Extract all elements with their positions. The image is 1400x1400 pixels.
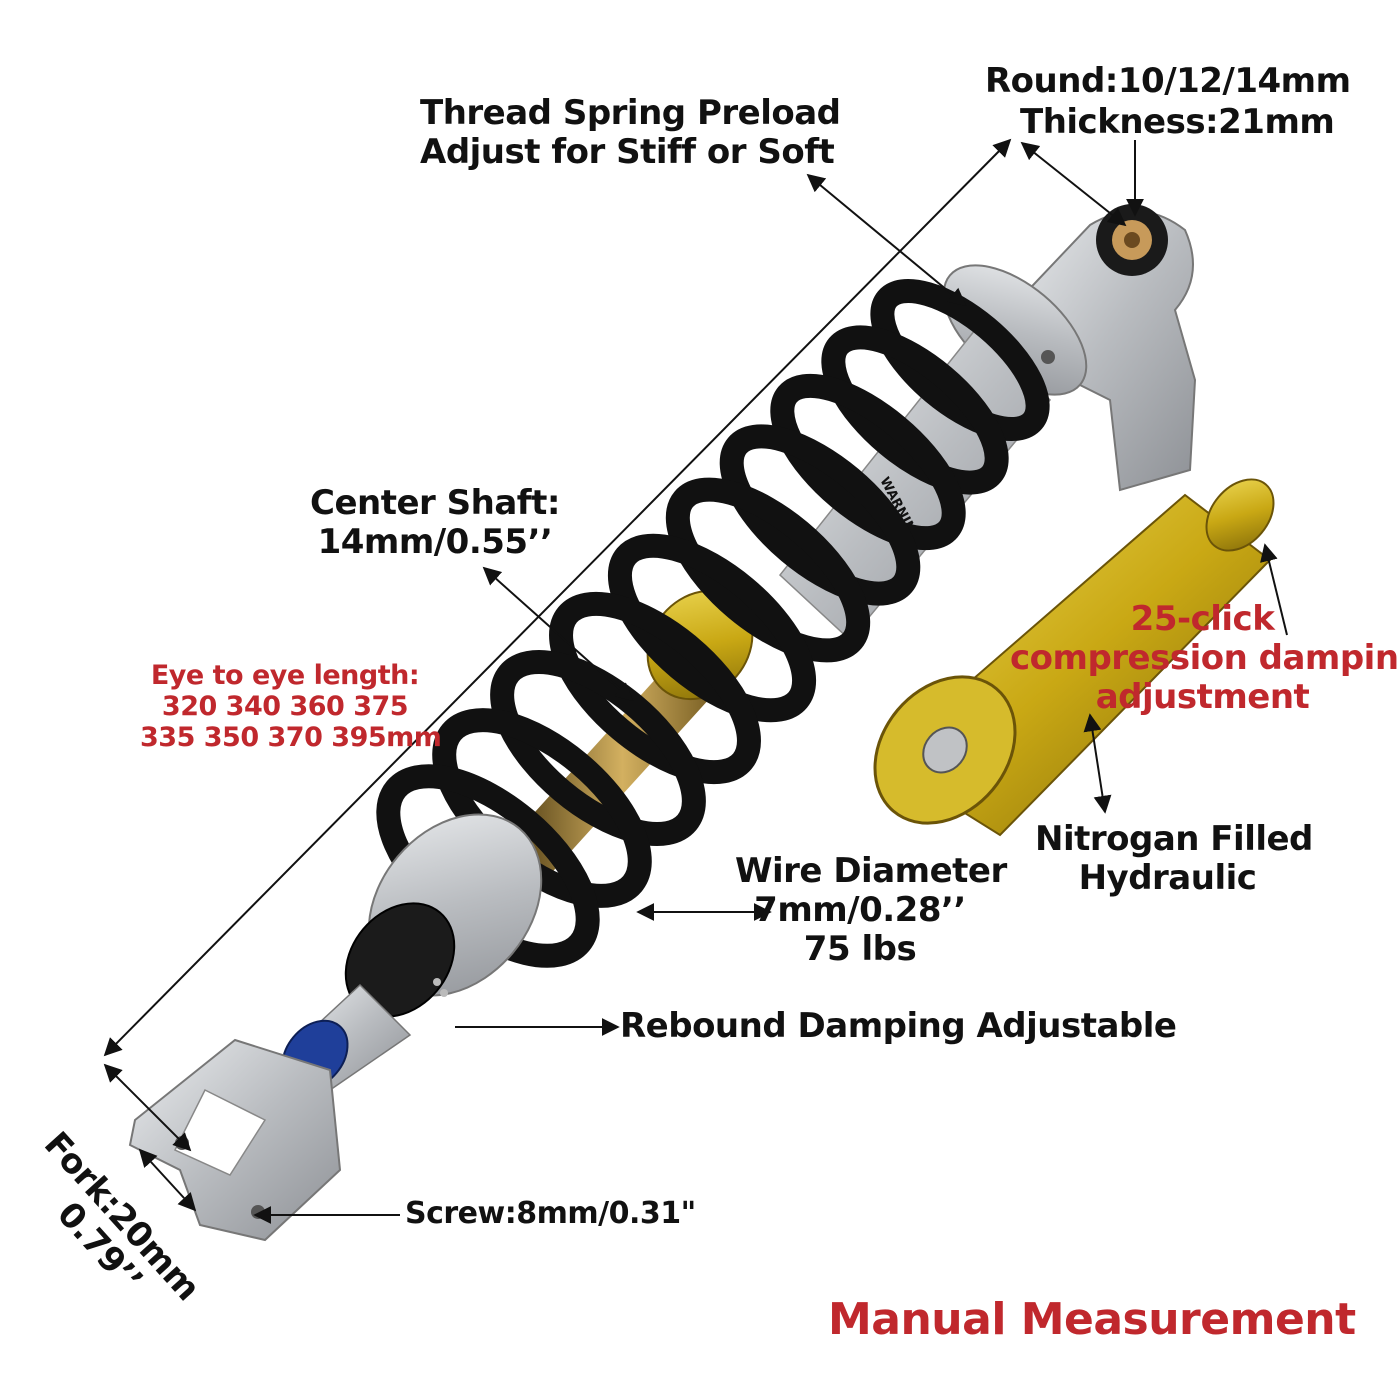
center-shaft-label: Center Shaft: 14mm/0.55’’ [300, 483, 570, 563]
thickness-dimension-line [1020, 141, 1127, 227]
center-shaft-label-line1: Center Shaft: [310, 483, 560, 523]
nitrogen-leader [1083, 713, 1112, 814]
wire-diameter-label-line2: 7mm/0.28’’ [754, 890, 966, 931]
rebound-label: Rebound Damping Adjustable [620, 1006, 1177, 1046]
preload-label-line2: Adjust for Stiff or Soft [420, 132, 835, 173]
thickness-label: Thickness:21mm [1020, 102, 1335, 142]
compression-damping-label: 25-click compression damping adjustment [1010, 599, 1400, 718]
screw-label: Screw:8mm/0.31" [405, 1196, 696, 1231]
fork-leader-1 [103, 1063, 192, 1152]
eye-to-eye-label: Eye to eye length: 320 340 360 375 335 3… [140, 660, 442, 754]
compression-damping-label-line3: adjustment [1095, 677, 1310, 718]
fork-clevis [128, 1038, 342, 1242]
wire-diameter-label-line1: Wire Diameter [735, 851, 1007, 891]
nitrogen-label-line1: Nitrogan Filled [1035, 819, 1313, 859]
top-eye-mount [998, 204, 1197, 492]
round-label: Round:10/12/14mm [985, 61, 1351, 101]
wire-diameter-label-line3: 75 lbs [803, 929, 917, 970]
wire-diameter-label: Wire Diameter 7mm/0.28’’ 75 lbs [735, 851, 1007, 970]
preload-label: Thread Spring Preload Adjust for Stiff o… [420, 93, 841, 173]
center-shaft-leader [482, 566, 634, 702]
manual-measurement-note: Manual Measurement [828, 1294, 1356, 1345]
eye-to-eye-label-line2: 320 340 360 375 [161, 691, 409, 723]
nitrogen-label: Nitrogan Filled Hydraulic [1035, 819, 1313, 899]
compression-knob [1205, 478, 1275, 552]
leader-lines [103, 138, 1288, 1224]
compression-leader [1260, 543, 1288, 636]
eye-to-eye-label-line3: 335 350 370 395mm [140, 722, 442, 754]
fork-leader-2 [138, 1148, 197, 1212]
center-shaft-label-line2: 14mm/0.55’’ [317, 522, 553, 563]
eye-to-eye-label-line1: Eye to eye length: [150, 660, 420, 691]
preload-leader [806, 173, 967, 307]
compression-damping-label-line2: compression damping [1010, 638, 1400, 679]
compression-damping-label-line1: 25-click [1130, 599, 1275, 639]
nitrogen-label-line2: Hydraulic [1078, 858, 1257, 899]
preload-label-line1: Thread Spring Preload [420, 93, 841, 133]
